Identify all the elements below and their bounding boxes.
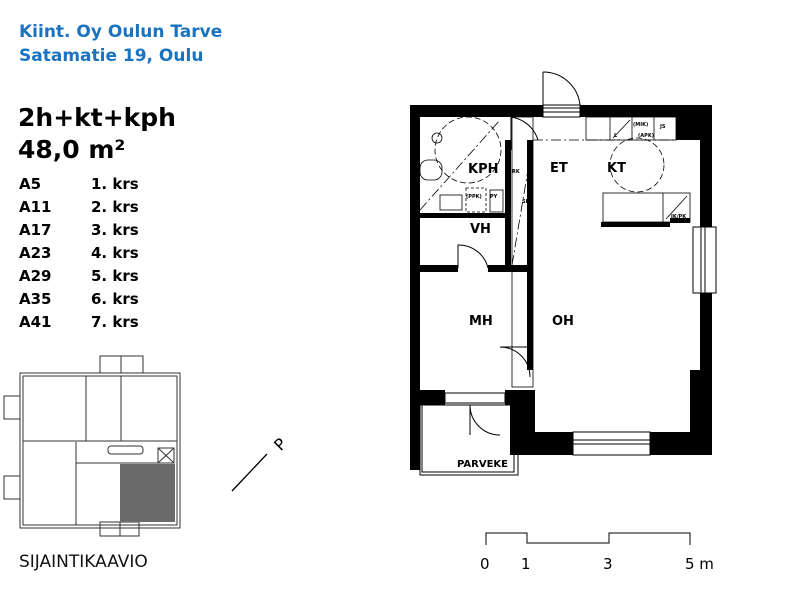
apartment-id: A5 [19, 175, 42, 193]
scale-tick-5: 5 m [685, 555, 714, 573]
apartment-id: A41 [19, 313, 52, 331]
apartment-floor: 3. krs [91, 221, 139, 239]
floor-plan: KPH ET KT VH MH OH PARVEKE RK SK (PPK) P… [410, 71, 717, 476]
apartment-row: A35 6. krs [19, 290, 139, 313]
scale-tick-3: 3 [603, 555, 613, 573]
entry-door[interactable] [542, 71, 581, 118]
apartment-row: A5 1. krs [19, 175, 139, 198]
room-label-kt: KT [607, 161, 626, 176]
fixture-label-js: JS [659, 124, 666, 130]
fixtures [419, 116, 691, 388]
apartment-row: A23 4. krs [19, 244, 139, 267]
apartment-row: A17 3. krs [19, 221, 139, 244]
room-label-parveke: PARVEKE [457, 459, 508, 470]
north-arrow [231, 453, 268, 492]
room-label-mh: MH [469, 314, 493, 329]
fixture-label-apk: (APK) [638, 133, 654, 139]
site-plan-label: SIJAINTIKAAVIO [19, 552, 148, 572]
fixture-label-mik: (MIK) [633, 122, 648, 128]
fixture-label-sk: SK [522, 199, 531, 205]
apartment-floor: 5. krs [91, 267, 139, 285]
interior-doors [457, 116, 539, 436]
apartment-floor: 4. krs [91, 244, 139, 262]
room-label-vh: VH [470, 222, 491, 237]
apartment-area: 48,0 m² [18, 135, 126, 164]
fixture-label-ppk: (PPK) [466, 194, 482, 200]
address: Satamatie 19, Oulu [19, 46, 204, 66]
room-label-et: ET [550, 161, 568, 176]
room-label-kph: KPH [468, 162, 498, 177]
fixture-label-l: L [614, 133, 618, 139]
fixture-label-py: PY [490, 194, 498, 200]
apartment-id: A29 [19, 267, 52, 285]
apartment-floor: 2. krs [91, 198, 139, 216]
scale-tick-0: 0 [480, 555, 490, 573]
apartment-type: 2h+kt+kph [18, 103, 176, 132]
apartment-list: A5 1. krs A11 2. krs A17 3. krs A23 4. krs A… [19, 175, 139, 336]
apartment-floor: 6. krs [91, 290, 139, 308]
apartment-row: A41 7. krs [19, 313, 139, 336]
scale-tick-1: 1 [521, 555, 531, 573]
balcony [419, 404, 519, 476]
apartment-id: A23 [19, 244, 52, 262]
apartment-row: A11 2. krs [19, 198, 139, 221]
room-label-oh: OH [552, 314, 574, 329]
walls [410, 105, 712, 470]
apartment-row: A29 5. krs [19, 267, 139, 290]
apartment-id: A11 [19, 198, 52, 216]
apartment-floor: 1. krs [91, 175, 139, 193]
fixture-label-jkpk: JK/PK [670, 214, 687, 220]
windows [444, 226, 717, 456]
apartment-floor: 7. krs [91, 313, 139, 331]
fixture-label-rk: RK [512, 169, 521, 175]
north-label: P [270, 434, 291, 455]
apartment-id: A17 [19, 221, 52, 239]
site-plan-highlighted-apartment [120, 464, 175, 522]
company-name: Kiint. Oy Oulun Tarve [19, 22, 223, 42]
scale-bar: 0 1 3 5 m [480, 532, 714, 573]
apartment-id: A35 [19, 290, 52, 308]
